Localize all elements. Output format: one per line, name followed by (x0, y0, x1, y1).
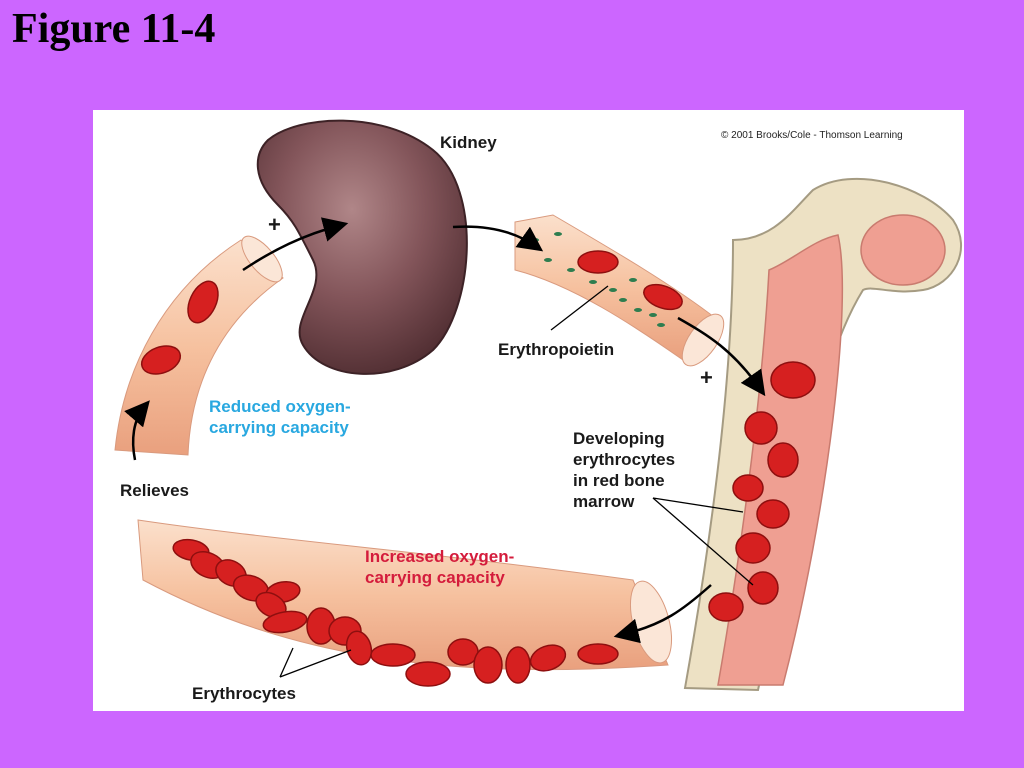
developing-erythrocytes-label: Developing erythrocytes in red bone marr… (573, 429, 676, 511)
slide-title: Figure 11-4 (12, 6, 216, 52)
erythrocytes-label: Erythrocytes (192, 684, 296, 703)
figure-panel: © 2001 Brooks/Cole - Thomson Learning Ki… (93, 110, 964, 711)
erythropoietin-label: Erythropoietin (498, 340, 615, 359)
kidney-label: Kidney (440, 133, 497, 152)
kidney-organ (256, 119, 468, 375)
red-blood-cells (140, 250, 816, 687)
process-arrows (124, 217, 766, 644)
increased-capacity-label: Increased oxygen- carrying capacity (365, 547, 515, 587)
diagram-canvas (114, 119, 963, 692)
leader-lines (279, 285, 754, 678)
plus-sign-bone: + (700, 365, 713, 390)
erythropoietin-vessel (514, 214, 725, 367)
plus-sign-kidney: + (268, 212, 281, 237)
copyright-notice: © 2001 Brooks/Cole - Thomson Learning (721, 130, 903, 141)
reduced-capacity-label: Reduced oxygen- carrying capacity (209, 397, 351, 437)
relieves-label: Relieves (120, 481, 189, 500)
